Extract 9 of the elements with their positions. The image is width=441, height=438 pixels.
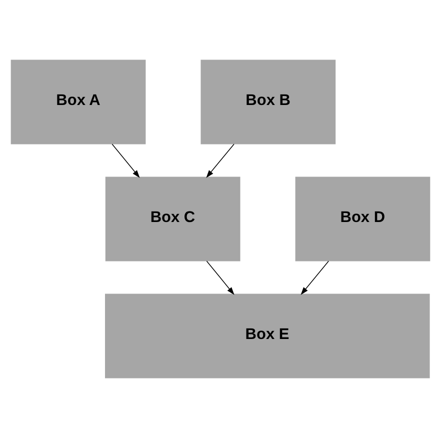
arrow <box>112 144 140 178</box>
node-box: Box C <box>105 176 240 262</box>
node-box: Box A <box>10 60 146 144</box>
node-box: Box B <box>200 60 336 144</box>
node-box: Box D <box>295 176 430 262</box>
arrow <box>206 260 234 295</box>
arrow <box>300 260 329 295</box>
arrow <box>206 144 234 178</box>
node-box: Box E <box>105 294 430 378</box>
